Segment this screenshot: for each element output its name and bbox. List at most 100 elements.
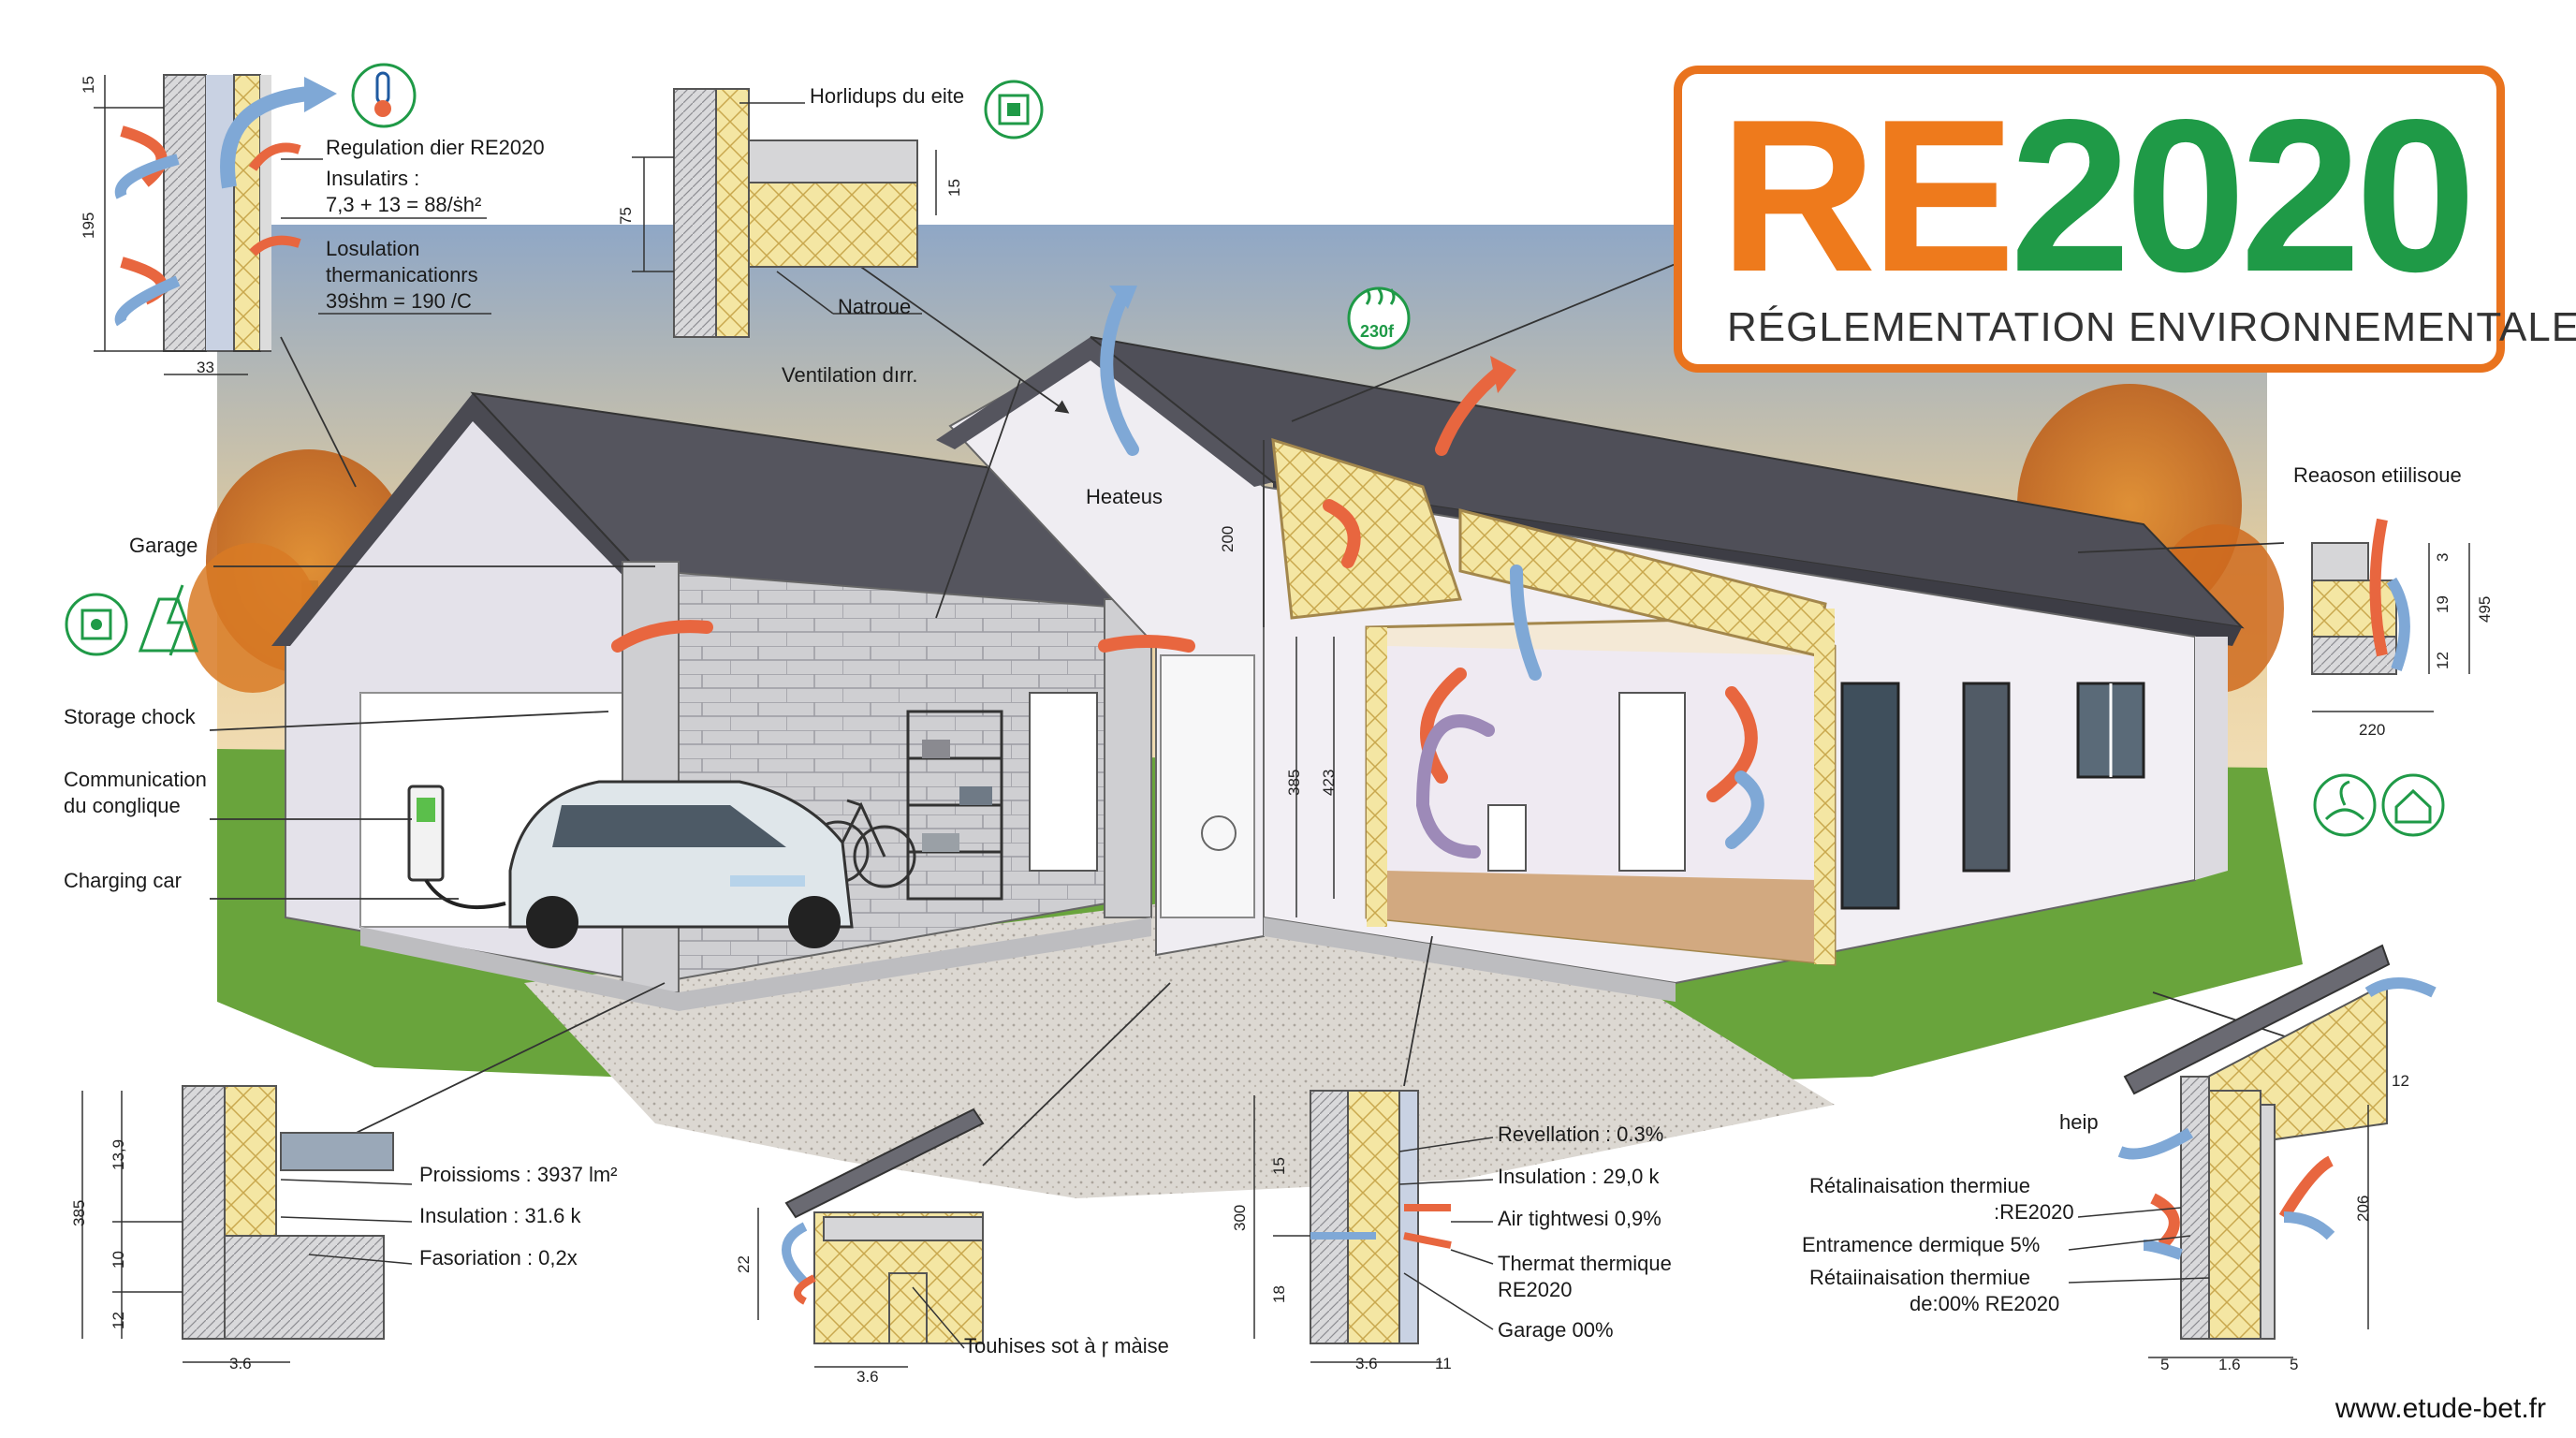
dim-label: 11: [1435, 1355, 1452, 1372]
airflow-arrow-red: [1706, 686, 1758, 802]
detail-wall-top-left: 15 195 33 Regulation dier RE2020 Insulat…: [80, 63, 545, 376]
label-thermanication-value: 39ṡhm = 190 /C: [326, 289, 472, 313]
dim-label: 12: [2392, 1072, 2409, 1090]
label-revellation: Revellation : 0.3%: [1498, 1123, 1663, 1146]
dim-label: 385: [70, 1200, 88, 1226]
airflow-arrow-blue: [1725, 770, 1764, 849]
label-horlidups: Horlidups du eite: [810, 84, 964, 108]
label-retal-2: :RE2020: [1994, 1200, 2074, 1224]
airflow-arrow-red: [1420, 668, 1467, 784]
airflow-arrow-red: [611, 620, 713, 653]
airflow-arrows: [611, 286, 1764, 858]
dim-label: 3.6: [856, 1368, 879, 1386]
label-retal-1: Rétalinaisation thermiue: [1809, 1174, 2030, 1197]
dim-label: 220: [2359, 721, 2385, 739]
house-dimensions: [1263, 440, 1335, 917]
dim-label: 12: [110, 1312, 127, 1329]
dim-label: 12: [2434, 652, 2452, 669]
re2020-title-year: 2020: [2010, 75, 2476, 317]
label-heip: heip: [2059, 1110, 2099, 1134]
label-insulation-wall: Insulation : 29,0 k: [1498, 1165, 1660, 1188]
dim-label: 423: [1320, 770, 1338, 796]
label-garage: Garage: [129, 534, 198, 557]
garage-building: [271, 391, 1173, 1011]
dim-label: 22: [735, 1255, 753, 1273]
dim-label: 13,9: [110, 1139, 127, 1170]
dim-label: 495: [2476, 596, 2494, 623]
label-insulation-formula: 7,3 + 13 = 88/ṡh²: [326, 193, 481, 216]
label-communication-2: du conglique: [64, 794, 181, 817]
label-garage-pct: Garage 00%: [1498, 1318, 1614, 1342]
label-insulation-title: Insulatirs :: [326, 167, 419, 190]
heating-icon-text: 230f: [1360, 322, 1395, 341]
airflow-arrow-red: [1323, 499, 1361, 568]
label-ventilation: Ventilation ԁırr.: [782, 363, 918, 387]
dim-label: 195: [80, 213, 97, 239]
label-fasoriation: Fasoriation : 0,2x: [419, 1246, 578, 1269]
label-thermat-1: Thermat thermique: [1498, 1252, 1672, 1275]
dim-label: 206: [2354, 1196, 2372, 1222]
website-url[interactable]: www.etude-bet.fr: [2334, 1393, 2546, 1424]
chip-icon: [984, 80, 1044, 139]
dim-label: 3: [2434, 553, 2452, 562]
label-storage: Storage chock: [64, 705, 197, 728]
detail-eave-bottom-right: 206 12 5 1.6 5 heip Rétalinaisation ther…: [1802, 944, 2437, 1373]
label-communication-1: Communication: [64, 768, 207, 791]
airflow-arrow-purple: [1415, 714, 1495, 858]
airflow-arrow-red: [1098, 635, 1195, 653]
re2020-badge: RE2020 RÉGLEMENTATION ENVIRONNEMENTALE: [1674, 66, 2576, 373]
label-touhises: Touhises sot à ɼ màise: [964, 1334, 1169, 1357]
detail-wall-bottom: 300 15 18 3.6 11 Revellation : 0.3% Insu…: [1231, 1090, 1672, 1372]
detail-roof-top-center: 75 15 Horlidups du eite Natroue: [617, 80, 1044, 338]
re2020-subtitle: RÉGLEMENTATION ENVIRONNEMENTALE: [1727, 304, 2576, 350]
airflow-arrow-blue: [1510, 565, 1542, 681]
dim-label: 19: [2434, 595, 2452, 613]
electric-car: [508, 780, 854, 948]
label-heateus: Heateus: [1086, 485, 1163, 508]
dim-label: 200: [1219, 526, 1237, 552]
label-insulation-floor: Insulation : 31.6 k: [419, 1204, 581, 1227]
storage-shelves: [906, 710, 1003, 901]
dim-label: 3.6: [229, 1355, 252, 1372]
dim-label: 300: [1231, 1205, 1249, 1231]
re2020-title: RE2020: [1720, 80, 2476, 314]
re2020-title-re: RE: [1720, 75, 2015, 317]
label-thermanication: thermanicationrs: [326, 263, 478, 286]
label-proissioms: Proissioms : 3937 lm²: [419, 1163, 618, 1186]
airflow-arrow-blue: [1100, 288, 1139, 456]
house-icon: [2381, 773, 2445, 837]
dim-label: 15: [945, 179, 963, 197]
dim-label: 3.6: [1355, 1355, 1378, 1372]
circuit-board-icon: [65, 593, 128, 656]
label-retai-2: de:00% RE2020: [1910, 1292, 2059, 1315]
detail-eave-bottom-center: 22 3.6 Touhises sot à ɼ màise: [735, 1108, 1169, 1386]
label-charging: Charging car: [64, 869, 182, 892]
dim-label: 5: [2290, 1356, 2298, 1373]
dim-label: 15: [1270, 1157, 1288, 1175]
label-reaoson: Reaoson etiilisoue: [2293, 463, 2462, 487]
label-natroue: Natroue: [838, 295, 911, 318]
detail-floor-bottom-left: 385 13,9 10 12 3.6 Proissioms : 3937 lm²…: [70, 1085, 618, 1372]
dim-label: 5: [2160, 1356, 2169, 1373]
dim-label: 385: [1285, 770, 1303, 796]
label-entramence: Entramence dermique 5%: [1802, 1233, 2040, 1256]
dim-label: 1.6: [2218, 1356, 2241, 1373]
label-thermat-2: RE2020: [1498, 1278, 1573, 1301]
heating-icon: 230f: [1347, 286, 1411, 350]
ev-charger: [407, 785, 506, 910]
label-regulation: Regulation dier RE2020: [326, 136, 545, 159]
dim-label: 18: [1270, 1285, 1288, 1303]
dim-label: 33: [197, 359, 214, 376]
label-retai-1: Rétaiinaisation thermiue: [1809, 1266, 2030, 1289]
dim-label: 10: [110, 1251, 127, 1269]
label-air-tightness: Air tightwesi 0,9%: [1498, 1207, 1661, 1230]
dim-label: 15: [80, 76, 97, 94]
label-losulation: Losulation: [326, 237, 419, 260]
dim-label: 75: [617, 207, 635, 225]
eco-hand-icon: [2313, 773, 2377, 837]
thermometer-icon: [351, 63, 417, 128]
detail-wall-right: 3 19 12 495 220: [2311, 518, 2494, 739]
solar-energy-icon: [138, 584, 199, 656]
airflow-arrow-red: [1435, 363, 1509, 456]
